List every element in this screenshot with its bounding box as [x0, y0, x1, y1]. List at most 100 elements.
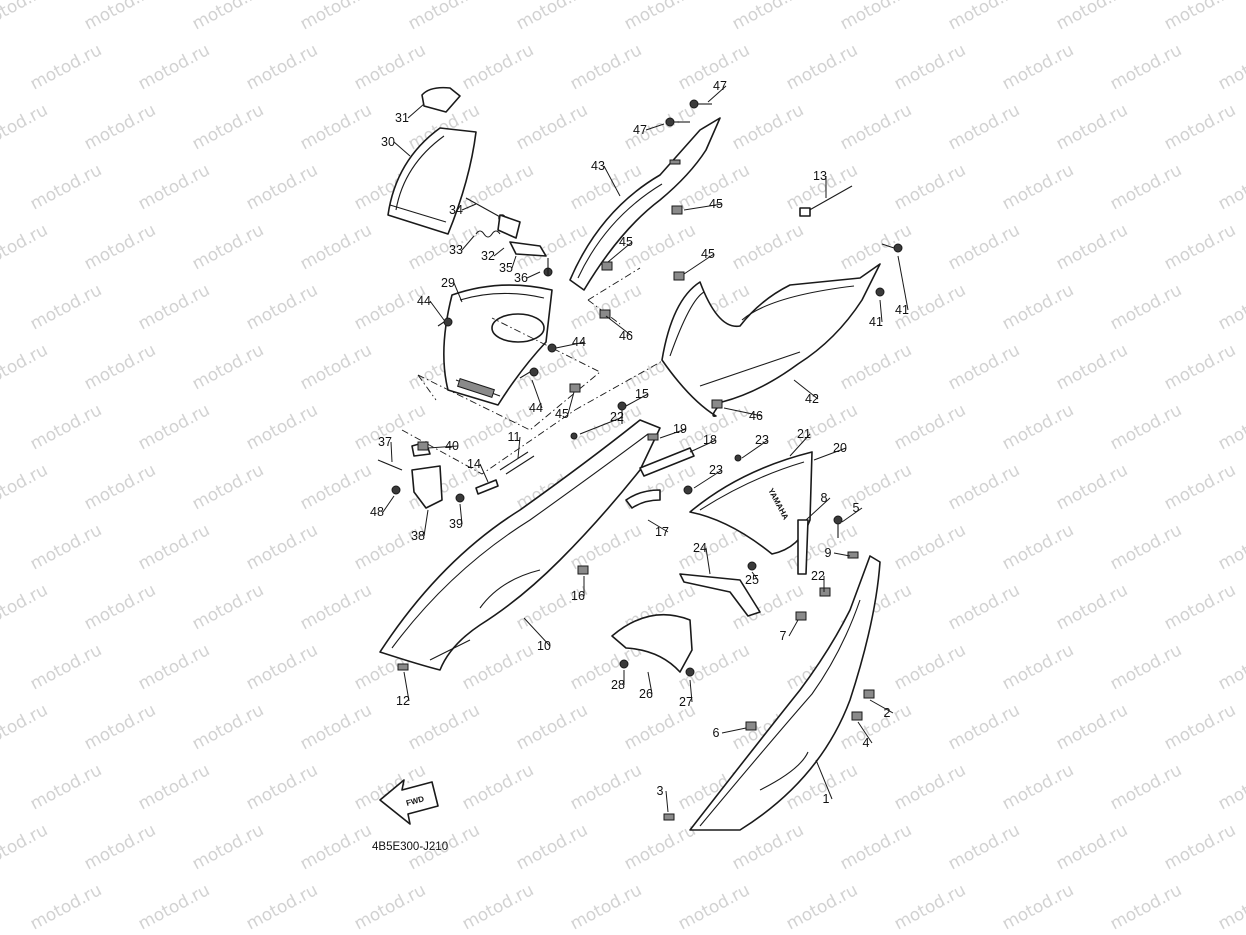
- callout-leader-line: [459, 503, 463, 525]
- watermark-text: motod.ru: [891, 760, 969, 814]
- watermark-text: motod.ru: [135, 880, 213, 934]
- watermark-text: motod.ru: [27, 880, 105, 934]
- callout-leader-line: [625, 393, 649, 407]
- watermark-text: motod.ru: [891, 880, 969, 934]
- watermark-text: motod.ru: [891, 640, 969, 694]
- watermark-text: motod.ru: [27, 160, 105, 214]
- callout-leader-line: [805, 497, 831, 521]
- callout-leader-line: [461, 235, 475, 251]
- watermark-text: motod.ru: [945, 820, 1023, 874]
- callout-leader-line: [689, 679, 693, 703]
- watermark-text: motod.ru: [81, 460, 159, 514]
- callout-leader-line: [407, 103, 425, 119]
- watermark-text: motod.ru: [0, 700, 51, 754]
- watermark-text: motod.ru: [567, 760, 645, 814]
- watermark-text: motod.ru: [189, 220, 267, 274]
- watermark-text: motod.ru: [0, 0, 51, 34]
- watermark-text: motod.ru: [297, 820, 375, 874]
- callout-number: 20: [833, 441, 847, 455]
- watermark-text: motod.ru: [999, 400, 1077, 454]
- watermark-text: motod.ru: [81, 700, 159, 754]
- callout-number: 28: [611, 678, 625, 692]
- watermark-text: motod.ru: [0, 340, 51, 394]
- watermark-text: motod.ru: [567, 880, 645, 934]
- fwd-arrow: [379, 779, 439, 825]
- watermark-text: motod.ru: [135, 400, 213, 454]
- watermark-text: motod.ru: [1215, 520, 1246, 574]
- callout-leader-line: [788, 619, 799, 637]
- watermark-text: motod.ru: [513, 0, 591, 34]
- watermark-text: motod.ru: [297, 220, 375, 274]
- watermark-text: motod.ru: [81, 340, 159, 394]
- watermark-text: motod.ru: [1053, 820, 1131, 874]
- watermark-text: motod.ru: [783, 400, 861, 454]
- watermark-text: motod.ru: [1107, 760, 1185, 814]
- watermark-text: motod.ru: [1161, 820, 1239, 874]
- callout-number: 45: [701, 247, 715, 261]
- watermark-text: motod.ru: [945, 580, 1023, 634]
- callout-number: 42: [805, 392, 819, 406]
- callout-leader-line: [523, 617, 551, 647]
- callout-number: 40: [445, 439, 459, 453]
- watermark-text: motod.ru: [297, 460, 375, 514]
- watermark-text: motod.ru: [567, 40, 645, 94]
- callout-leader-line: [531, 379, 543, 409]
- small-panels: [611, 519, 809, 673]
- watermark-text: motod.ru: [837, 340, 915, 394]
- watermark-text: motod.ru: [837, 0, 915, 34]
- callout-number: 45: [619, 235, 633, 249]
- callout-leader-line: [707, 85, 727, 103]
- callout-leader-line: [693, 469, 723, 489]
- diagram-code: 4B5E300-J210: [372, 841, 448, 853]
- watermark-text: motod.ru: [189, 340, 267, 394]
- watermark-text: motod.ru: [1215, 760, 1246, 814]
- callout-number: 8: [821, 491, 828, 505]
- callout-number: 12: [396, 694, 410, 708]
- watermark-text: motod.ru: [1053, 100, 1131, 154]
- watermark-text: motod.ru: [27, 400, 105, 454]
- watermark-text: motod.ru: [999, 520, 1077, 574]
- callout-leader-line: [517, 436, 521, 459]
- watermark-text: motod.ru: [405, 0, 483, 34]
- part-43-trim: [569, 117, 721, 291]
- hinge-parts: [465, 197, 553, 277]
- callout-number: 4: [863, 736, 870, 750]
- callout-number: 38: [411, 529, 425, 543]
- callout-number: 31: [395, 111, 409, 125]
- watermark-text: motod.ru: [729, 0, 807, 34]
- callout-number: 24: [693, 541, 707, 555]
- callout-leader-line: [723, 407, 763, 417]
- watermark-text: motod.ru: [1161, 220, 1239, 274]
- watermark-text: motod.ru: [459, 40, 537, 94]
- watermark-text: motod.ru: [135, 40, 213, 94]
- watermark-text: motod.ru: [621, 820, 699, 874]
- watermark-text: motod.ru: [1215, 400, 1246, 454]
- watermark-text: motod.ru: [999, 40, 1077, 94]
- watermark-text: motod.ru: [81, 820, 159, 874]
- watermark-text: motod.ru: [675, 880, 753, 934]
- callout-leader-line: [683, 253, 715, 275]
- watermark-text: motod.ru: [243, 400, 321, 454]
- callout-leader-line: [841, 507, 863, 523]
- callout-number: 9: [825, 546, 832, 560]
- watermark-text: motod.ru: [189, 100, 267, 154]
- callout-number: 39: [449, 517, 463, 531]
- watermark-text: motod.ru: [1107, 880, 1185, 934]
- callout-number: 35: [499, 261, 513, 275]
- callout-number: 21: [797, 427, 811, 441]
- callout-number: 22: [811, 569, 825, 583]
- part-42-side-cover: [661, 263, 881, 418]
- callout-number: 10: [537, 639, 551, 653]
- callout-leader-line: [427, 445, 459, 449]
- callout-number: 29: [441, 276, 455, 290]
- callout-leader-line: [382, 495, 395, 513]
- callout-leader-line: [607, 241, 633, 263]
- callout-leader-line: [461, 203, 477, 211]
- watermark-text: motod.ru: [1215, 880, 1246, 934]
- callout-leader-line: [659, 428, 687, 439]
- watermark-text: motod.ru: [297, 580, 375, 634]
- callout-leader-line: [453, 282, 463, 303]
- watermark-text: motod.ru: [1053, 580, 1131, 634]
